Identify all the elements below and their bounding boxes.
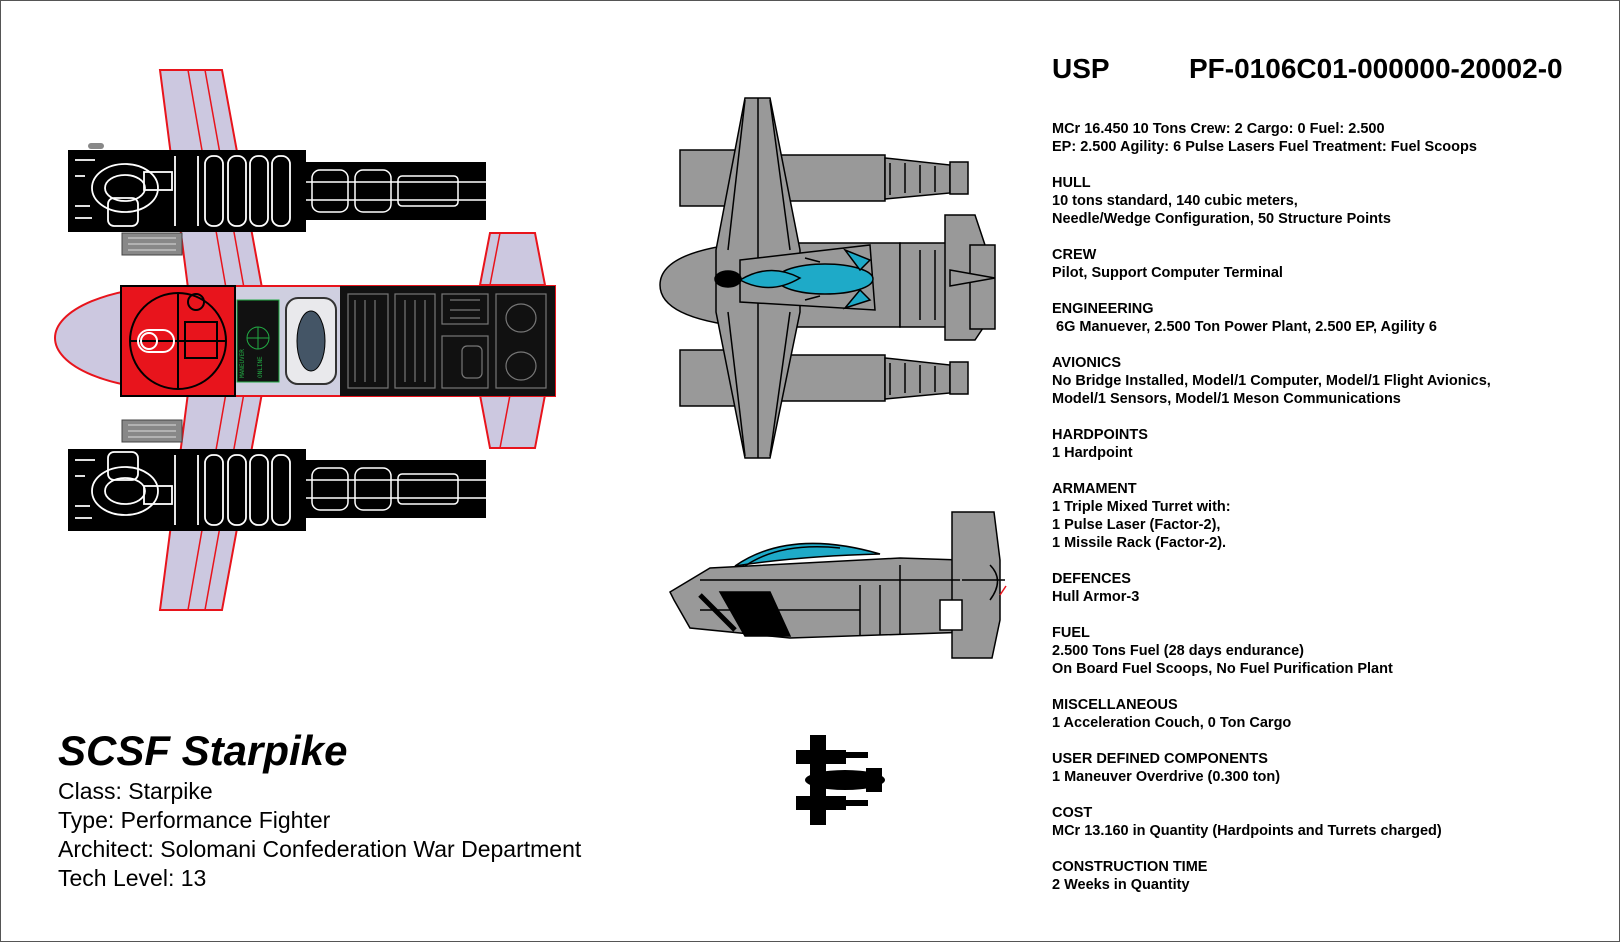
ship-architect: Architect: Solomani Confederation War De… <box>58 836 582 862</box>
section-heading: FUEL <box>1052 625 1090 641</box>
section-engineering: ENGINEERING 6G Manuever, 2.500 Ton Power… <box>1052 300 1612 336</box>
spec-sheet: MCr 16.450 10 Tons Crew: 2 Cargo: 0 Fuel… <box>1052 120 1612 912</box>
section-heading: HULL <box>1052 175 1091 191</box>
section-heading: HARDPOINTS <box>1052 427 1148 443</box>
ship-name: SCSF Starpike <box>58 727 348 774</box>
section-line: MCr 13.160 in Quantity (Hardpoints and T… <box>1052 823 1442 839</box>
section-line: 6G Manuever, 2.500 Ton Power Plant, 2.50… <box>1052 319 1437 335</box>
section-miscellaneous: MISCELLANEOUS 1 Acceleration Couch, 0 To… <box>1052 696 1612 732</box>
section-hull: HULL 10 tons standard, 140 cubic meters,… <box>1052 174 1612 228</box>
svg-text:ONLINE: ONLINE <box>257 356 264 378</box>
section-heading: ENGINEERING <box>1052 301 1154 317</box>
usp-label: USP <box>1052 53 1110 84</box>
summary-block: MCr 16.450 10 Tons Crew: 2 Cargo: 0 Fuel… <box>1052 120 1612 156</box>
ship-tech-level: Tech Level: 13 <box>58 865 207 891</box>
section-heading: DEFENCES <box>1052 571 1131 587</box>
section-heading: MISCELLANEOUS <box>1052 697 1178 713</box>
usp-line: USP PF-0106C01-000000-20002-0 <box>1052 53 1563 85</box>
section-line: 1 Triple Mixed Turret with: <box>1052 499 1231 515</box>
section-line: 2.500 Tons Fuel (28 days endurance) <box>1052 643 1304 659</box>
ship-class: Class: Starpike <box>58 778 213 804</box>
section-cost: COST MCr 13.160 in Quantity (Hardpoints … <box>1052 804 1612 840</box>
section-line: 1 Pulse Laser (Factor-2), <box>1052 517 1221 533</box>
section-avionics: AVIONICS No Bridge Installed, Model/1 Co… <box>1052 354 1612 408</box>
section-armament: ARMAMENT 1 Triple Mixed Turret with: 1 P… <box>1052 480 1612 552</box>
section-heading: ARMAMENT <box>1052 481 1137 497</box>
side-view-drawing <box>669 511 1007 659</box>
ship-type: Type: Performance Fighter <box>58 807 331 833</box>
section-heading: AVIONICS <box>1052 355 1122 371</box>
section-line: Model/1 Sensors, Model/1 Meson Communica… <box>1052 391 1401 407</box>
section-hardpoints: HARDPOINTS 1 Hardpoint <box>1052 426 1612 462</box>
section-heading: COST <box>1052 805 1093 821</box>
section-line: 1 Missile Rack (Factor-2). <box>1052 535 1227 551</box>
silhouette-icon <box>796 735 885 825</box>
section-line: 1 Hardpoint <box>1052 445 1133 461</box>
section-heading: USER DEFINED COMPONENTS <box>1052 751 1268 767</box>
section-line: Hull Armor-3 <box>1052 589 1140 605</box>
section-construction-time: CONSTRUCTION TIME 2 Weeks in Quantity <box>1052 858 1612 894</box>
section-crew: CREW Pilot, Support Computer Terminal <box>1052 246 1612 282</box>
section-heading: CREW <box>1052 247 1097 263</box>
summary-line: EP: 2.500 Agility: 6 Pulse Lasers Fuel T… <box>1052 139 1477 155</box>
section-line: 1 Acceleration Couch, 0 Ton Cargo <box>1052 715 1292 731</box>
deck-plan-drawing: ONLINE MANEUVER <box>54 69 556 611</box>
svg-text:MANEUVER: MANEUVER <box>239 349 246 378</box>
ship-title-block: SCSF Starpike Class: Starpike Type: Perf… <box>58 727 581 893</box>
section-line: Pilot, Support Computer Terminal <box>1052 265 1283 281</box>
section-line: 2 Weeks in Quantity <box>1052 877 1190 893</box>
section-line: No Bridge Installed, Model/1 Computer, M… <box>1052 373 1491 389</box>
section-line: Needle/Wedge Configuration, 50 Structure… <box>1052 211 1391 227</box>
section-defences: DEFENCES Hull Armor-3 <box>1052 570 1612 606</box>
section-line: 10 tons standard, 140 cubic meters, <box>1052 193 1298 209</box>
section-fuel: FUEL 2.500 Tons Fuel (28 days endurance)… <box>1052 624 1612 678</box>
section-heading: CONSTRUCTION TIME <box>1052 859 1208 875</box>
usp-code: PF-0106C01-000000-20002-0 <box>1189 53 1563 84</box>
top-view-drawing <box>659 97 996 459</box>
section-line: 1 Maneuver Overdrive (0.300 ton) <box>1052 769 1281 785</box>
summary-line: MCr 16.450 10 Tons Crew: 2 Cargo: 0 Fuel… <box>1052 121 1385 137</box>
section-user-defined: USER DEFINED COMPONENTS 1 Maneuver Overd… <box>1052 750 1612 786</box>
section-line: On Board Fuel Scoops, No Fuel Purificati… <box>1052 661 1393 677</box>
